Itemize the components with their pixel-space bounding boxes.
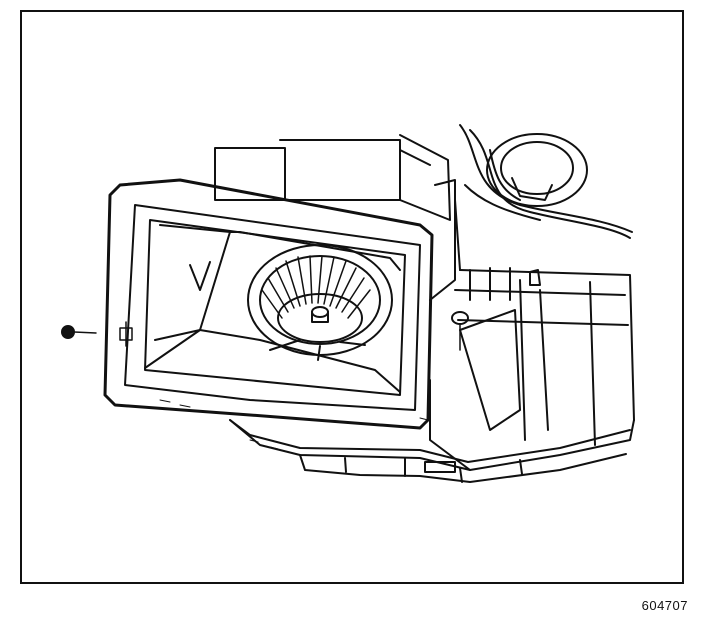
upper-case: [214, 134, 461, 301]
blower-motor-cover: [103, 178, 434, 430]
drawing-details: [159, 399, 429, 450]
case-screw: [451, 269, 541, 351]
diagram-frame: [20, 10, 684, 584]
blower-housing: [229, 267, 635, 483]
resistor-disc: [486, 133, 588, 207]
wiring-harness: [459, 124, 633, 239]
screw: [61, 321, 133, 347]
figure-number: 604707: [641, 598, 688, 613]
blower-wheel: [247, 244, 393, 361]
